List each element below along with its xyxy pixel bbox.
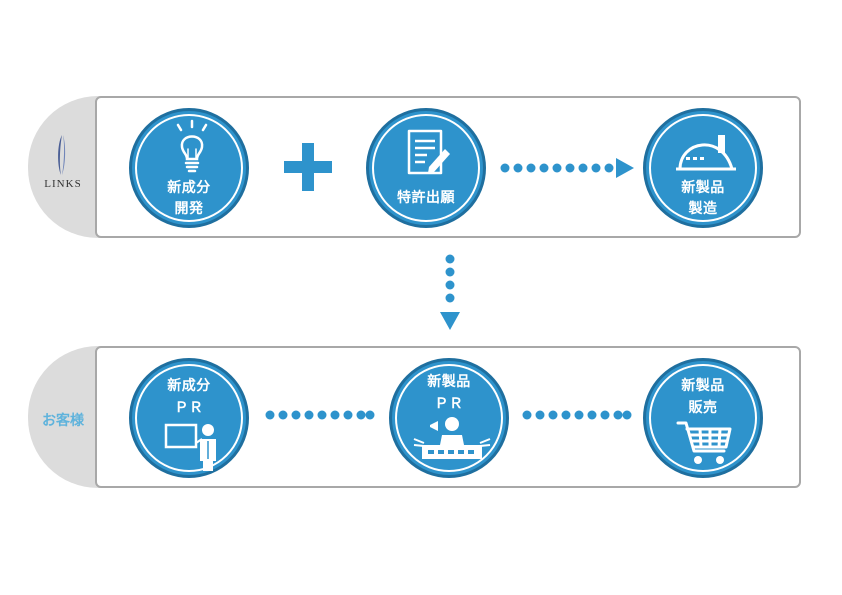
step-label: 新製品 <box>681 378 725 394</box>
step-label: 開発 <box>174 201 204 217</box>
step-new-product-pr: 新製品 ＰＲ <box>389 358 509 478</box>
step-patent-application: 特許出願 <box>366 108 486 228</box>
step-label: 新成分 <box>167 180 211 196</box>
speaker-podium-icon <box>413 417 491 459</box>
presenter-icon <box>164 423 216 471</box>
step-new-ingredient-dev: 新成分 開発 <box>129 108 249 228</box>
step-label: 特許出願 <box>397 190 455 206</box>
dotted-arrow-down <box>440 254 460 330</box>
plus-icon <box>284 143 332 191</box>
customer-label: お客様 <box>42 413 84 429</box>
step-label: 新製品 <box>681 180 725 196</box>
lightbulb-icon <box>176 119 208 173</box>
step-new-product-manufacturing: 新製品 製造 <box>643 108 763 228</box>
step-label: ＰＲ <box>174 400 204 416</box>
step-label: 新成分 <box>167 378 211 394</box>
step-label: 製造 <box>688 201 718 217</box>
step-new-ingredient-pr: 新成分 ＰＲ <box>129 358 249 478</box>
links-label: LINKS <box>44 178 82 190</box>
step-label: ＰＲ <box>434 396 464 412</box>
dotted-arrow <box>500 158 634 178</box>
links-logo-icon <box>58 135 66 175</box>
document-pen-icon <box>407 129 450 175</box>
shopping-cart-icon <box>676 421 732 464</box>
factory-icon <box>676 135 736 171</box>
dotted-line <box>265 410 375 420</box>
step-label: 販売 <box>688 400 718 416</box>
step-label: 新製品 <box>427 374 471 390</box>
dotted-line <box>522 410 632 420</box>
step-new-product-sales: 新製品 販売 <box>643 358 763 478</box>
